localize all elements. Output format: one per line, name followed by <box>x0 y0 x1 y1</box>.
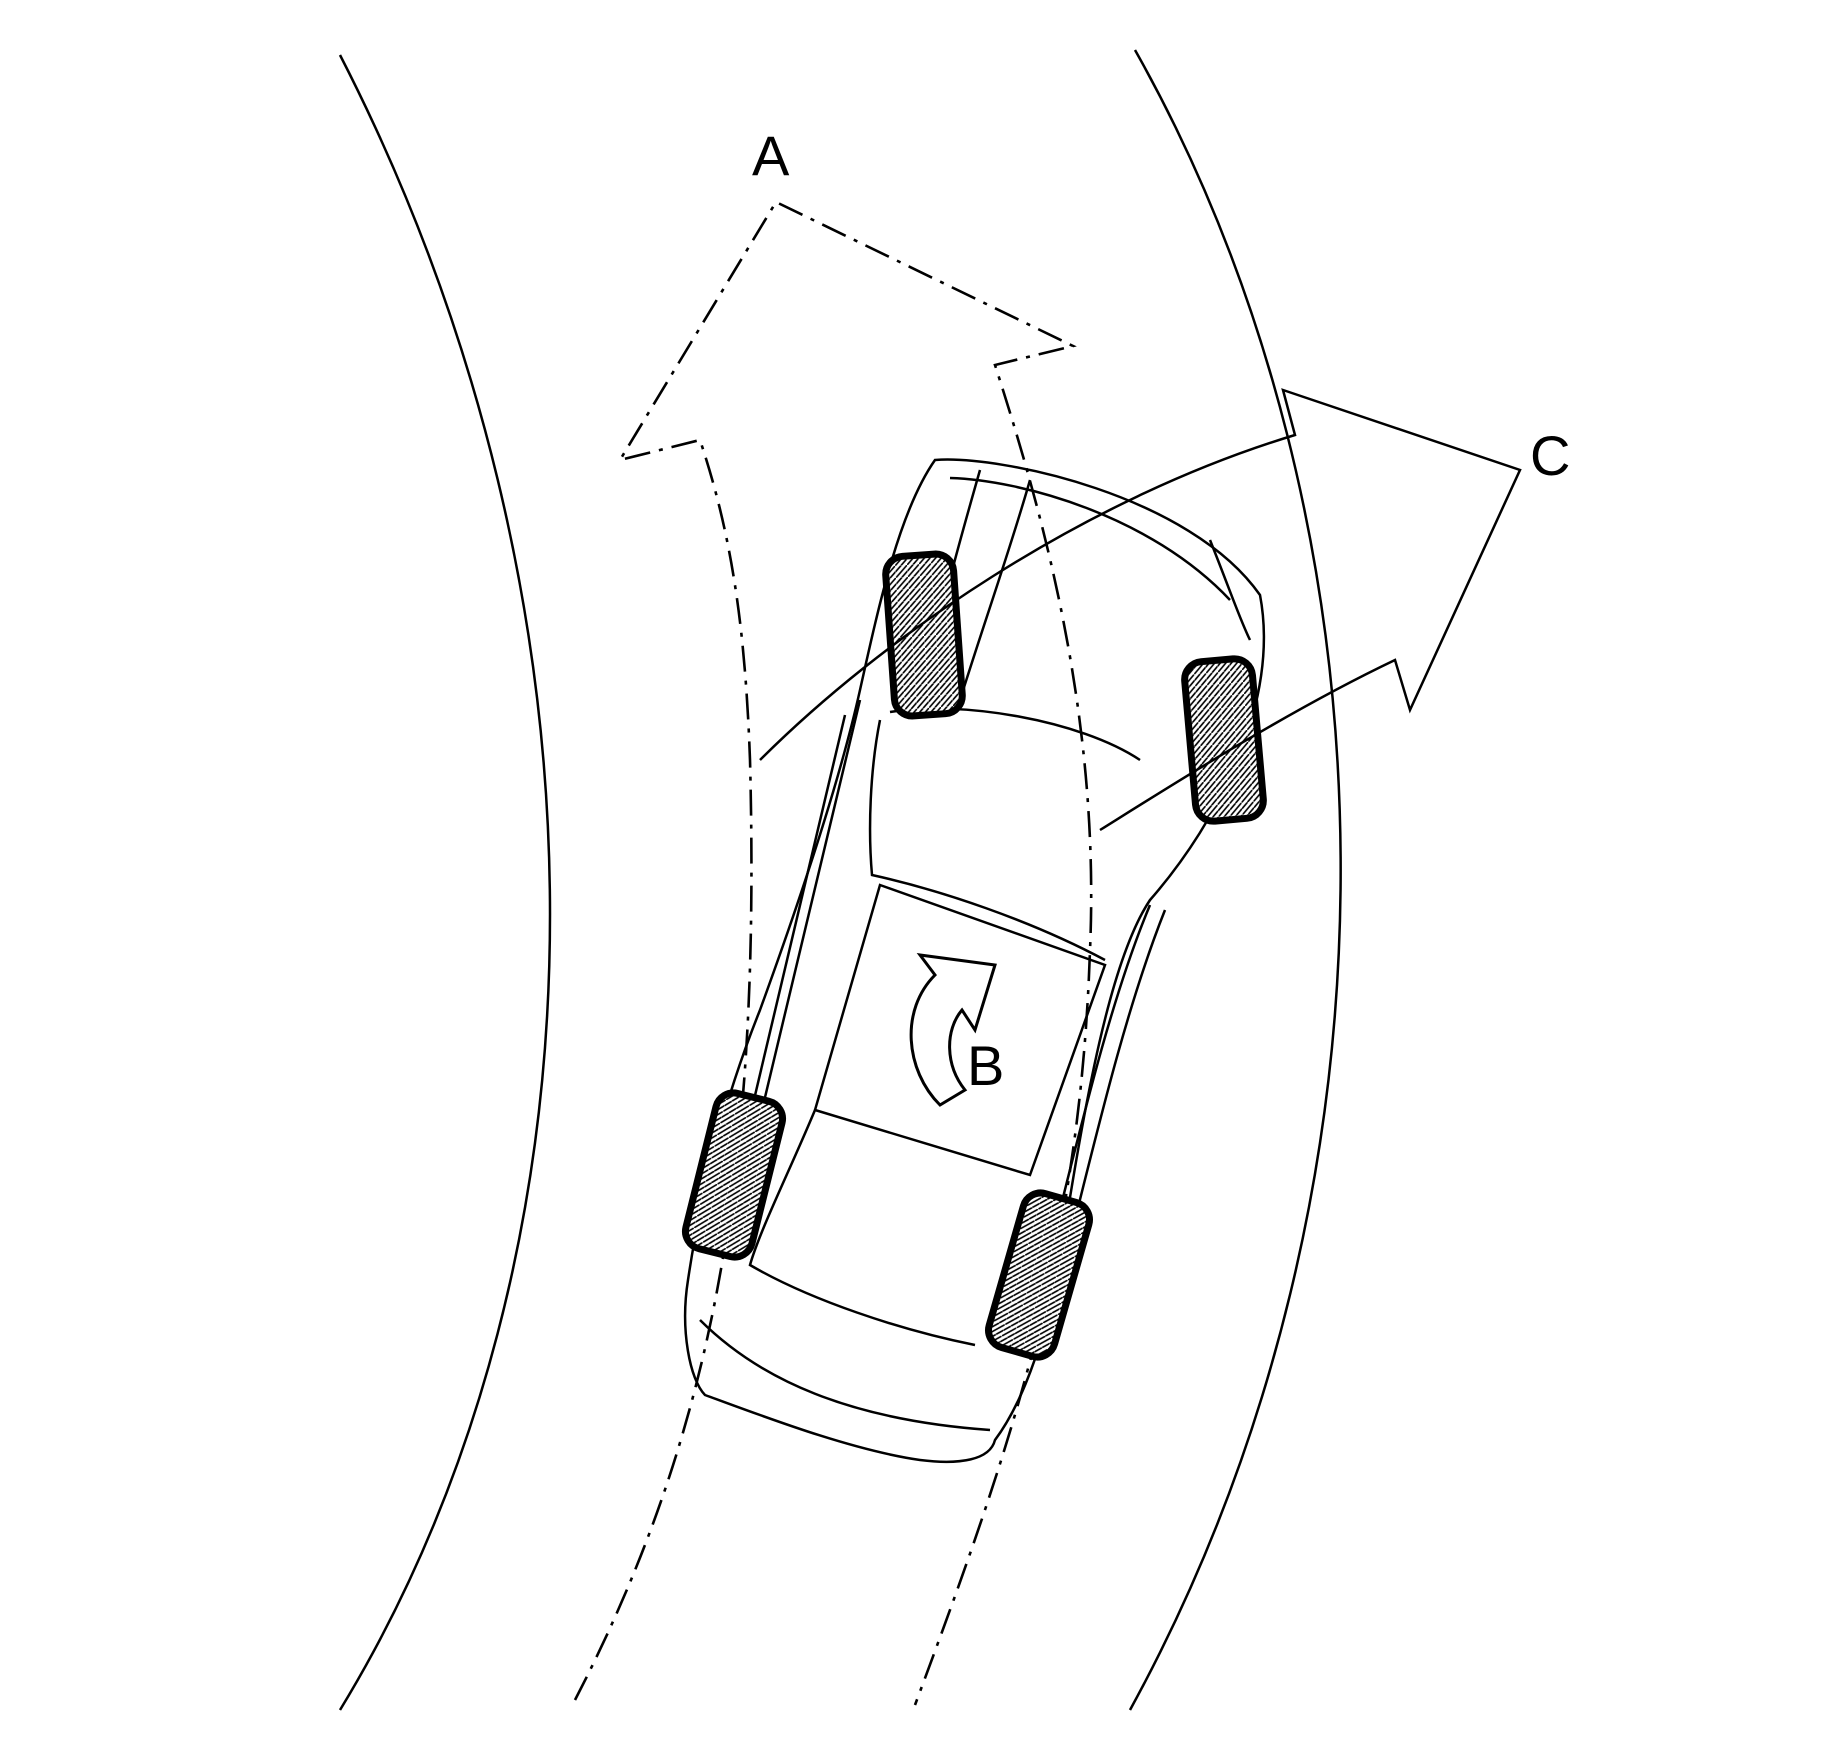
callout-label-a: A <box>752 124 790 187</box>
callout-label-c: C <box>1530 424 1570 487</box>
tire-front-left <box>882 550 966 720</box>
vehicle-body <box>683 458 1266 1464</box>
road-edge-right <box>1128 49 1342 1711</box>
tire-rear-left <box>681 1089 787 1261</box>
callout-label-b: B <box>967 1034 1004 1097</box>
intended-path-arrow <box>573 200 1093 1706</box>
tire-front-right <box>1181 655 1267 825</box>
tire-rear-right <box>985 1189 1093 1361</box>
actual-path-arrow <box>759 388 1522 832</box>
road-edge-left <box>338 54 552 1711</box>
yaw-rotation-arrow <box>909 953 997 1107</box>
